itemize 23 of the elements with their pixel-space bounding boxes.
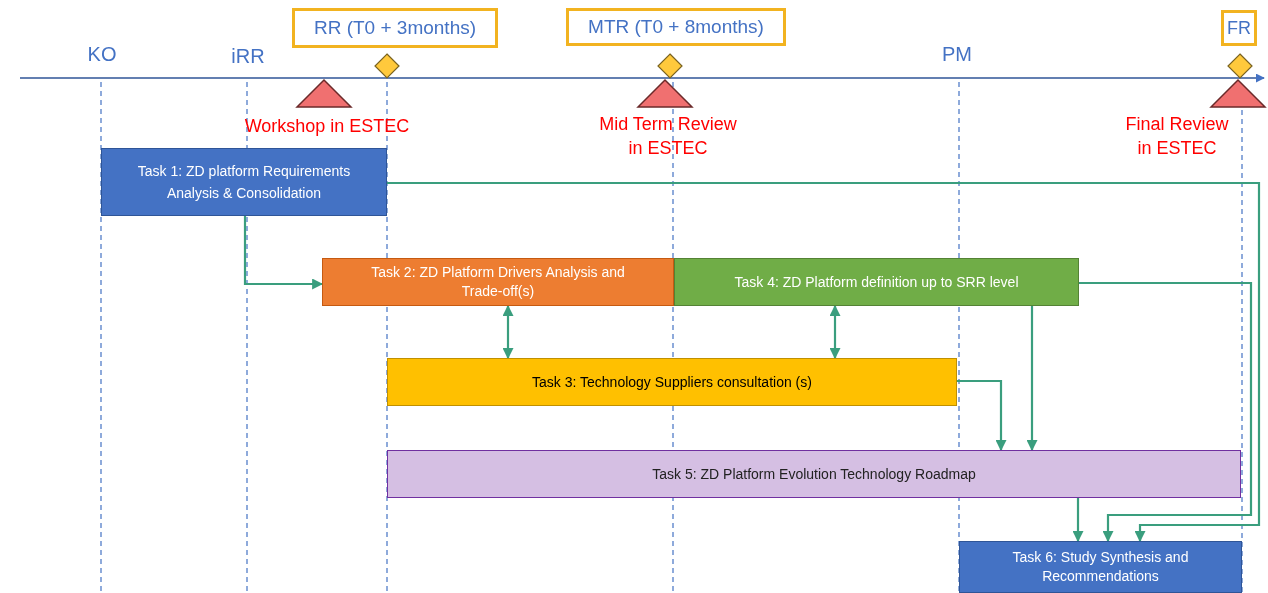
task-bar: Task 3: Technology Suppliers consultation (s) <box>387 358 957 406</box>
milestone-label: PM <box>942 42 972 66</box>
milestone-box: RR (T0 + 3months) <box>292 8 498 48</box>
task-bar: Task 4: ZD Platform definition up to SRR level <box>674 258 1079 306</box>
arrow <box>502 304 514 360</box>
milestone-label: KO <box>87 42 117 66</box>
task-bar: Task 5: ZD Platform Evolution Technology Roadmap <box>387 450 1241 498</box>
arrow <box>243 216 324 290</box>
arrow <box>957 379 1007 452</box>
task-bar: Task 6: Study Synthesis and Recommendations <box>959 541 1242 593</box>
review-label: Workshop in ESTEC <box>244 115 410 138</box>
arrow <box>829 304 841 360</box>
arrow <box>387 181 1261 543</box>
arrow <box>1072 498 1084 543</box>
review-label: Final Review in ESTEC <box>1124 113 1230 160</box>
review-label: Mid Term Review in ESTEC <box>598 113 738 160</box>
milestone-box: FR <box>1221 10 1257 46</box>
arrow <box>1026 306 1038 452</box>
milestone-label: iRR <box>231 44 265 68</box>
milestone-box: MTR (T0 + 8months) <box>566 8 786 46</box>
arrow <box>1079 281 1253 543</box>
task-bar: Task 2: ZD Platform Drivers Analysis and Trade-off(s) <box>322 258 674 306</box>
task-bar: Task 1: ZD platform Requirements Analysis & Consolidation <box>101 148 387 216</box>
